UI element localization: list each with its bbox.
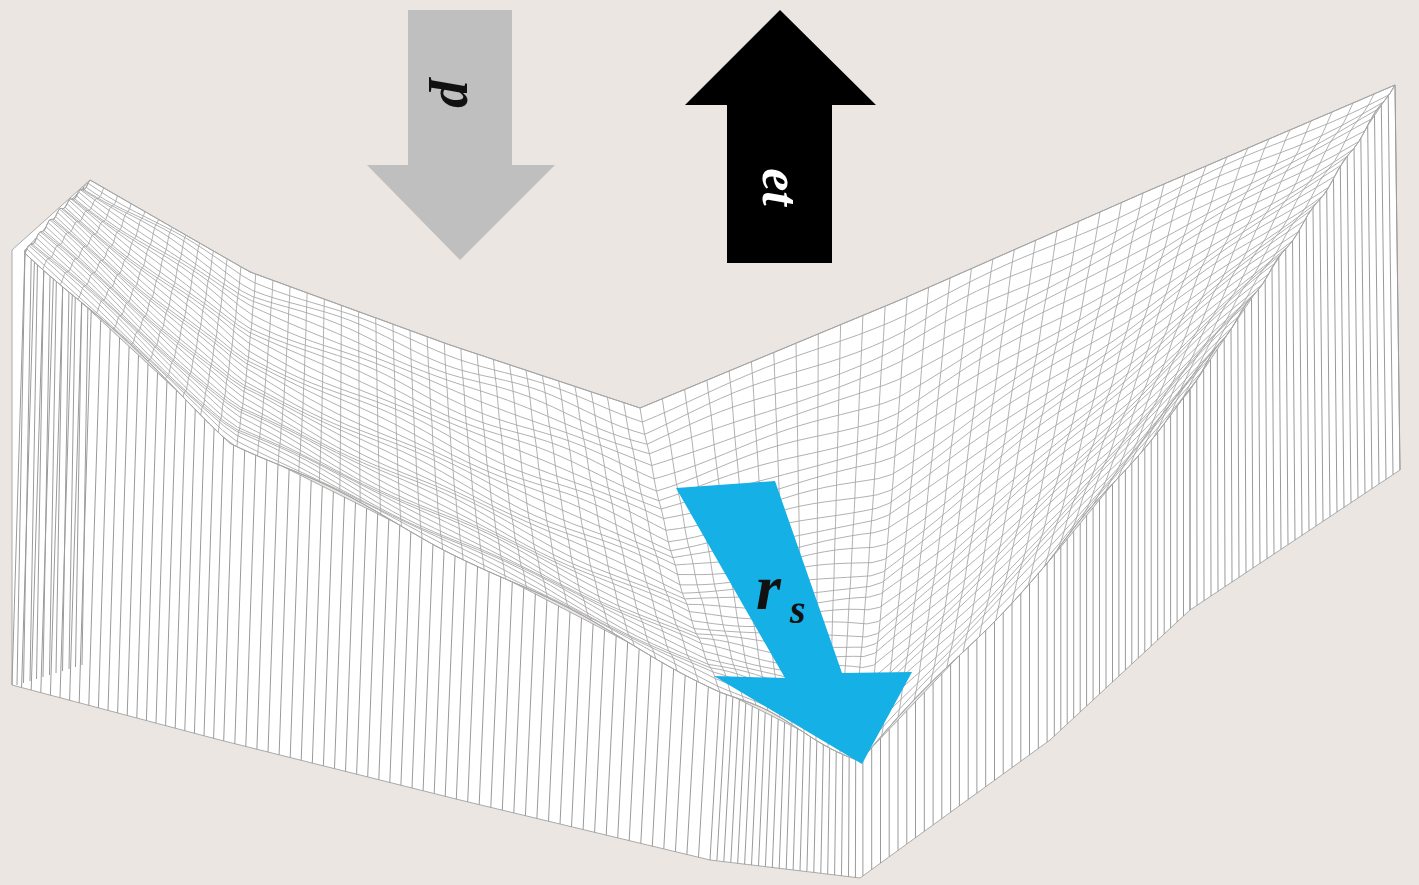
surface-fill <box>25 85 1395 761</box>
skirt-lines <box>12 85 1400 877</box>
precipitation-arrow: p <box>360 5 560 265</box>
skirt-fill <box>12 85 1400 878</box>
terrain-skirt <box>12 85 1400 878</box>
arrow-label: et <box>754 168 806 206</box>
arrow-polygon <box>676 481 912 764</box>
mesh-lines <box>25 85 1395 759</box>
arrow-shape <box>360 5 560 265</box>
terrain-surface <box>25 85 1395 761</box>
arrow-polygon <box>685 10 876 263</box>
arrow-shape <box>680 5 880 267</box>
arrow-polygon <box>367 10 555 260</box>
arrow-label: p <box>432 81 488 109</box>
arrow-label: r <box>756 556 781 620</box>
arrow-label: s <box>790 590 806 630</box>
runoff-arrow: rs <box>670 478 920 768</box>
evapotranspiration-arrow: et <box>680 5 880 267</box>
